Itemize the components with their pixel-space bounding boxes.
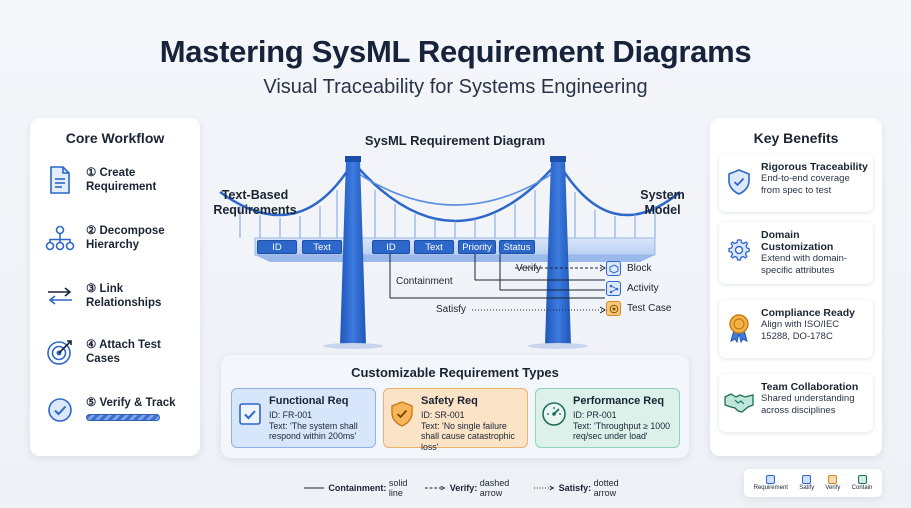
legend-verify-desc: dashed arrow (479, 478, 510, 498)
type-text: Text: 'Throughput ≥ 1000 req/sec under l… (573, 420, 670, 442)
solid-line-icon (304, 487, 325, 489)
type-id: ID: FR-001 (269, 410, 313, 420)
legend-containment-desc: solid line (388, 478, 408, 498)
requirement-types-panel: Customizable Requirement Types Functiona… (221, 355, 689, 458)
benefit-desc: End-to-end coverage from spec to test (761, 173, 850, 196)
workflow-title: Core Workflow (65, 130, 165, 146)
gear-icon (724, 235, 754, 265)
legend-satisfy-desc: dotted arrow (593, 478, 619, 498)
block-icon (606, 261, 621, 276)
benefit-customization[interactable]: Domain Customization Extend with domain-… (719, 222, 873, 284)
benefit-collaboration[interactable]: Team Collaboration Shared understanding … (719, 374, 873, 432)
verify-relation-label: Verify (516, 263, 542, 274)
workflow-step-label: ⑤ Verify & Track (86, 397, 176, 409)
target-icon (44, 336, 76, 368)
benefit-title: Compliance Ready (761, 307, 855, 319)
page-subtitle: Visual Traceability for Systems Engineer… (263, 76, 648, 98)
text-based-requirements-label: Text-Based Requirements (213, 188, 297, 217)
workflow-step-link[interactable]: ③ Link Relationships (44, 280, 194, 320)
workflow-step-label: ① Create Requirement (86, 167, 157, 193)
benefit-desc: Align with ISO/IEC 15288, DO-178C (761, 319, 840, 342)
type-name: Functional Req (269, 395, 349, 407)
target-label: Activity (627, 283, 659, 294)
type-text: Text: 'No single failure shall cause cat… (421, 420, 515, 452)
system-model-label: System Model (640, 188, 685, 217)
testcase-icon (606, 301, 621, 316)
type-name: Performance Req (573, 395, 665, 407)
key-benefits-panel: Key Benefits Rigorous Traceability End-t… (710, 118, 882, 456)
requirement-diagram: SysML Requirement Diagram Text-Based Req… (210, 130, 700, 350)
legend-verify: Verify: (449, 483, 478, 493)
core-workflow-panel: Core Workflow ① Create Requirement ② Dec… (30, 118, 200, 456)
legend-containment: Containment: (328, 483, 387, 493)
mini-legend-requirement: Requirement (754, 475, 788, 491)
workflow-step-create[interactable]: ① Create Requirement (44, 164, 194, 204)
type-id: ID: PR-001 (573, 410, 617, 420)
gauge-icon (541, 401, 567, 427)
left-field-text: Text (302, 240, 342, 254)
left-field-id: ID (257, 240, 297, 254)
right-field-text: Text (414, 240, 454, 254)
mini-legend-verify: Verify (825, 475, 840, 491)
satisfy-relation-label: Satisfy (436, 304, 467, 315)
type-name: Safety Req (421, 395, 478, 407)
mini-legend: Requirement Satify Verify Contain (744, 469, 882, 497)
relation-legend: Containment: solid line Verify: dashed a… (300, 478, 640, 498)
mini-legend-contain: Contain (852, 475, 872, 491)
hierarchy-icon (44, 222, 76, 254)
check-circle-icon (44, 394, 76, 426)
document-icon (44, 164, 76, 196)
checkbox-icon (237, 401, 263, 427)
type-card-performance[interactable]: Performance Req ID: PR-001 Text: 'Throug… (535, 388, 680, 448)
types-title: Customizable Requirement Types (351, 365, 559, 380)
benefit-desc: Extend with domain-specific attributes (761, 253, 848, 276)
type-id: ID: SR-001 (421, 410, 465, 420)
benefits-title: Key Benefits (753, 130, 839, 146)
benefit-title: Team Collaboration (761, 381, 859, 393)
medal-icon (724, 313, 754, 343)
target-test-case[interactable]: Test Case (606, 301, 671, 316)
workflow-step-label: ④ Attach Test Cases (86, 339, 161, 365)
benefit-compliance[interactable]: Compliance Ready Align with ISO/IEC 1528… (719, 300, 873, 358)
verify-progress-bar (86, 414, 160, 421)
benefit-desc: Shared understanding across disciplines (761, 393, 855, 416)
diagram-title: SysML Requirement Diagram (364, 133, 546, 148)
workflow-step-decompose[interactable]: ② Decompose Hierarchy (44, 222, 194, 262)
benefit-title: Domain Customization (761, 229, 834, 253)
shield-check-icon (389, 401, 415, 427)
target-activity[interactable]: Activity (606, 281, 659, 296)
workflow-step-label: ② Decompose Hierarchy (86, 225, 165, 251)
target-block[interactable]: Block (606, 261, 651, 276)
activity-icon (606, 281, 621, 296)
type-text: Text: 'The system shall respond within 2… (269, 420, 358, 442)
page-title: Mastering SysML Requirement Diagrams (159, 34, 752, 69)
benefit-title: Rigorous Traceability (761, 161, 868, 173)
workflow-step-verify[interactable]: ⑤ Verify & Track (44, 394, 194, 434)
workflow-step-label: ③ Link Relationships (86, 283, 162, 309)
right-field-status: Status (499, 240, 535, 254)
target-label: Block (627, 263, 652, 274)
dotted-arrow-icon (534, 485, 555, 491)
legend-satisfy: Satisfy: (558, 483, 592, 493)
type-card-safety[interactable]: Safety Req ID: SR-001 Text: 'No single f… (383, 388, 528, 452)
handshake-icon (724, 387, 754, 417)
workflow-step-attach[interactable]: ④ Attach Test Cases (44, 336, 194, 376)
shield-check-icon (724, 167, 754, 197)
link-arrows-icon (44, 280, 76, 312)
right-field-id: ID (372, 240, 410, 254)
right-field-priority: Priority (458, 240, 496, 254)
containment-relation-label: Containment (396, 276, 453, 287)
dashed-arrow-icon (425, 485, 446, 491)
target-label: Test Case (627, 303, 672, 314)
type-card-functional[interactable]: Functional Req ID: FR-001 Text: 'The sys… (231, 388, 376, 448)
mini-legend-satisfy: Satify (799, 475, 814, 491)
bridge-illustration (219, 156, 681, 349)
benefit-traceability[interactable]: Rigorous Traceability End-to-end coverag… (719, 154, 873, 212)
